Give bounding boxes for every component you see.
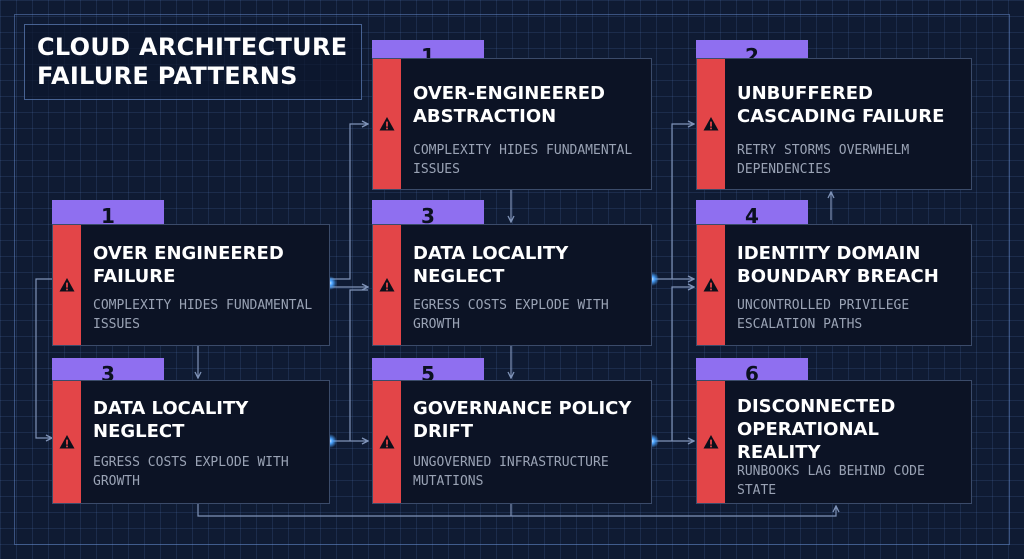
card-title: IDENTITY DOMAIN BOUNDARY BREACH bbox=[737, 243, 939, 287]
warning-triangle-icon bbox=[379, 117, 395, 131]
card-over-engineered-failure[interactable]: OVER ENGINEERED FAILURE COMPLEXITY HIDES… bbox=[52, 224, 330, 346]
card-accent-bar bbox=[697, 59, 725, 189]
card-subtitle: COMPLEXITY HIDES FUNDAMENTAL ISSUES bbox=[93, 298, 313, 332]
warning-triangle-icon bbox=[379, 435, 395, 449]
card-accent-bar bbox=[53, 225, 81, 345]
card-title: DATA LOCALITY NEGLECT bbox=[93, 398, 249, 442]
card-subtitle: EGRESS COSTS EXPLODE WITH GROWTH bbox=[93, 455, 289, 489]
warning-triangle-icon bbox=[703, 117, 719, 131]
page-title: CLOUD ARCHITECTURE FAILURE PATTERNS bbox=[37, 33, 348, 90]
card-unbuffered-cascading-failure[interactable]: UNBUFFERED CASCADING FAILURE RETRY STORM… bbox=[696, 58, 972, 190]
card-accent-bar bbox=[697, 381, 725, 503]
card-data-locality-neglect-center[interactable]: DATA LOCALITY NEGLECT EGRESS COSTS EXPLO… bbox=[372, 224, 652, 346]
card-title: DATA LOCALITY NEGLECT bbox=[413, 243, 569, 287]
card-accent-bar bbox=[373, 59, 401, 189]
card-title: DISCONNECTED OPERATIONAL REALITY bbox=[737, 396, 896, 463]
card-subtitle: COMPLEXITY HIDES FUNDAMENTAL ISSUES bbox=[413, 143, 633, 177]
card-title: GOVERNANCE POLICY DRIFT bbox=[413, 398, 632, 442]
card-data-locality-neglect-left[interactable]: DATA LOCALITY NEGLECT EGRESS COSTS EXPLO… bbox=[52, 380, 330, 504]
card-accent-bar bbox=[697, 225, 725, 345]
card-subtitle: RUNBOOKS LAG BEHIND CODE STATE bbox=[737, 464, 925, 498]
card-disconnected-operational-reality[interactable]: DISCONNECTED OPERATIONAL REALITY RUNBOOK… bbox=[696, 380, 972, 504]
card-title: OVER ENGINEERED FAILURE bbox=[93, 243, 284, 287]
card-subtitle: RETRY STORMS OVERWHELM DEPENDENCIES bbox=[737, 143, 910, 177]
warning-triangle-icon bbox=[59, 278, 75, 292]
card-accent-bar bbox=[373, 381, 401, 503]
card-title: UNBUFFERED CASCADING FAILURE bbox=[737, 83, 945, 127]
card-over-engineered-abstraction[interactable]: OVER-ENGINEERED ABSTRACTION COMPLEXITY H… bbox=[372, 58, 652, 190]
card-identity-domain-boundary-breach[interactable]: IDENTITY DOMAIN BOUNDARY BREACH UNCONTRO… bbox=[696, 224, 972, 346]
card-accent-bar bbox=[53, 381, 81, 503]
warning-triangle-icon bbox=[59, 435, 75, 449]
warning-triangle-icon bbox=[703, 435, 719, 449]
card-subtitle: EGRESS COSTS EXPLODE WITH GROWTH bbox=[413, 298, 609, 332]
warning-triangle-icon bbox=[703, 278, 719, 292]
card-subtitle: UNCONTROLLED PRIVILEGE ESCALATION PATHS bbox=[737, 298, 910, 332]
card-title: OVER-ENGINEERED ABSTRACTION bbox=[413, 83, 605, 127]
outer-frame bbox=[14, 14, 1010, 545]
card-governance-policy-drift[interactable]: GOVERNANCE POLICY DRIFT UNGOVERNED INFRA… bbox=[372, 380, 652, 504]
card-accent-bar bbox=[373, 225, 401, 345]
card-subtitle: UNGOVERNED INFRASTRUCTURE MUTATIONS bbox=[413, 455, 609, 489]
title-panel: CLOUD ARCHITECTURE FAILURE PATTERNS bbox=[24, 24, 362, 100]
warning-triangle-icon bbox=[379, 278, 395, 292]
